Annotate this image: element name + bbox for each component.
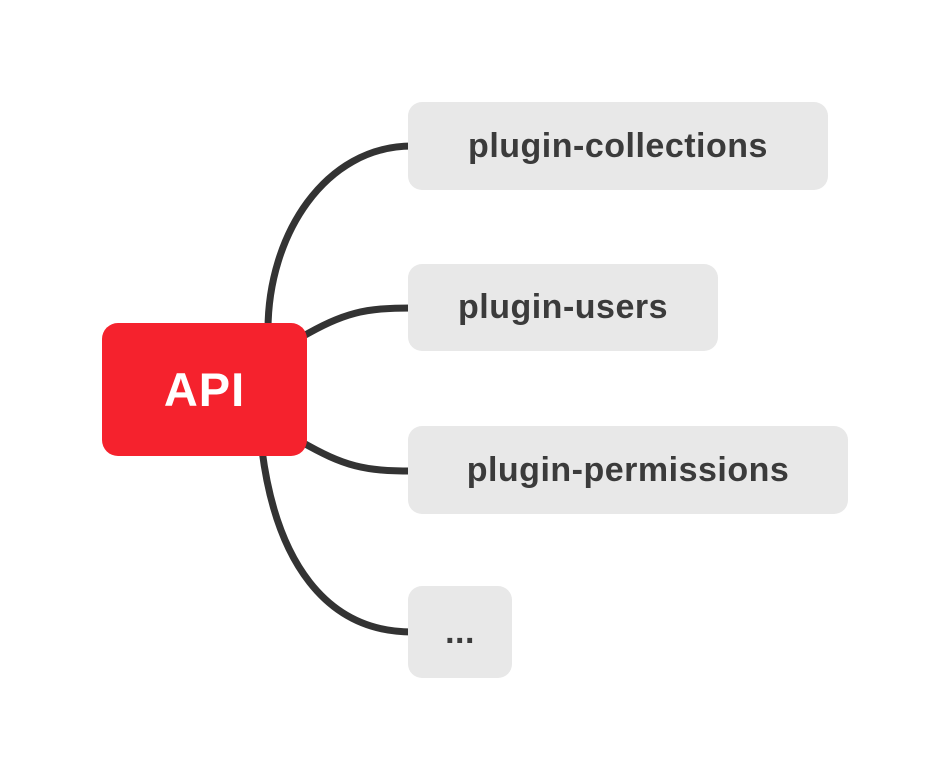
node-plugin-collections: plugin-collections: [408, 102, 828, 190]
connector-root-to-plugin-collections: [264, 142, 416, 334]
root-node-api: API: [102, 323, 307, 456]
node-ellipsis: ...: [408, 586, 512, 678]
node-label: plugin-permissions: [466, 450, 790, 489]
connector-root-to-plugin-permissions: [296, 437, 416, 475]
node-plugin-permissions: plugin-permissions: [408, 426, 848, 514]
node-label: ...: [445, 612, 475, 651]
node-label: plugin-collections: [468, 126, 768, 165]
node-label: plugin-users: [457, 288, 669, 326]
connector-root-to-ellipsis: [258, 446, 416, 636]
connector-root-to-plugin-users: [296, 304, 416, 342]
node-plugin-users: plugin-users: [408, 264, 718, 351]
root-node-label: API: [163, 363, 246, 416]
